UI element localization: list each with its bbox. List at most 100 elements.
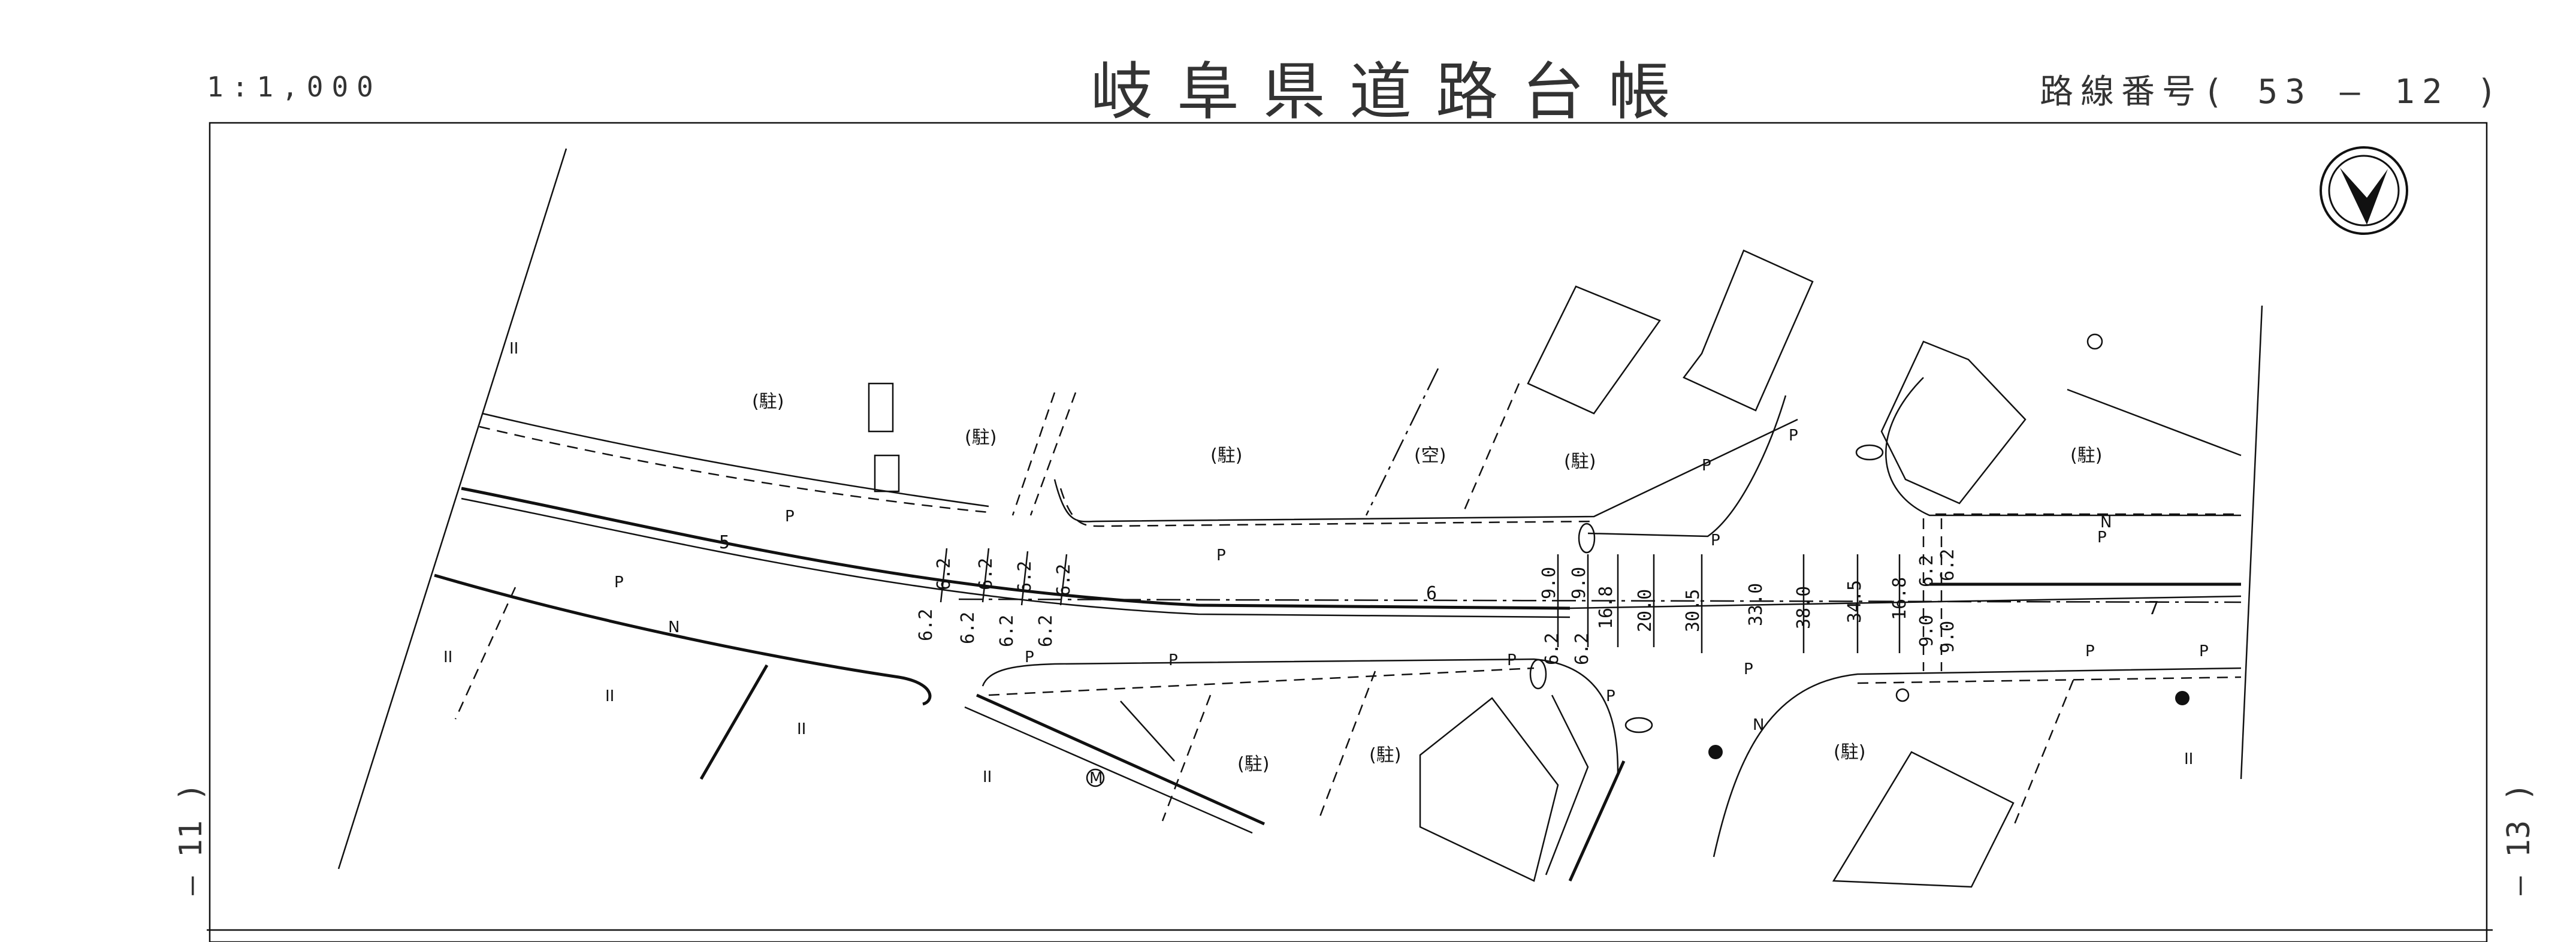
station-label: 7	[2148, 598, 2159, 619]
manhole-icon	[1086, 768, 1105, 787]
width-value: 6.2	[1014, 561, 1035, 593]
road-dash-south-center	[988, 667, 1535, 696]
road-edge-corner-ne	[1587, 395, 1787, 538]
map-scale: 1:1,000	[207, 71, 382, 103]
post-marker: P	[2097, 529, 2107, 547]
road-edge-south-left	[434, 573, 932, 706]
width-value: 20.0	[1635, 589, 1656, 632]
post-marker: P	[1711, 532, 1720, 550]
building-5	[1832, 751, 2015, 888]
post-marker: P	[1507, 651, 1517, 669]
parking-label: (駐)	[2070, 445, 2102, 466]
width-value: 6.2	[1937, 549, 1958, 581]
road-edge-north-center	[1053, 418, 1798, 523]
width-value: 33.0	[1745, 583, 1766, 626]
post-marker: P	[1606, 687, 1615, 705]
page-title: 岐阜県道路台帳	[1091, 55, 1695, 128]
marker-ii: II	[605, 687, 614, 705]
road-dash-north-center	[1059, 488, 1594, 527]
road-centerline	[958, 598, 2242, 603]
parking-label: (駐)	[752, 391, 784, 412]
map-frame	[209, 122, 2488, 942]
lot-dash-8	[2012, 680, 2074, 828]
lot-dash-3	[1365, 368, 1439, 516]
width-value: 38.0	[1793, 586, 1814, 629]
post-marker: P	[1744, 660, 1753, 678]
retaining-wall	[699, 664, 769, 780]
parking-label: (駐)	[965, 427, 996, 448]
post-marker: P	[2199, 642, 2209, 660]
width-value: 6.2	[916, 609, 937, 641]
width-value: 6.2	[996, 615, 1017, 647]
lane-line-upper-right	[1569, 595, 2242, 609]
lot-dash-6	[1161, 695, 1212, 822]
lane-line-upper	[461, 487, 1571, 610]
width-value: 16.8	[1596, 586, 1617, 629]
parking-label: (駐)	[1834, 742, 1865, 763]
side-road-edge-3	[1545, 695, 1589, 875]
parking-label: (駐)	[1564, 451, 1596, 472]
width-value: 6.2	[1035, 615, 1056, 647]
marker-ii: II	[2184, 750, 2193, 768]
road-dash-south-right	[1857, 676, 2242, 684]
post-marker: P	[1789, 427, 1798, 445]
lot-dash-7	[1317, 671, 1376, 822]
building-1	[1527, 285, 1661, 415]
lot-line-s	[1120, 701, 1175, 762]
width-value: 6.2	[1572, 633, 1593, 665]
width-value: 6.2	[1542, 633, 1563, 665]
width-value: 6.2	[976, 558, 996, 590]
building-4	[1419, 697, 1559, 882]
survey-symbols	[868, 333, 2190, 759]
post-marker: P	[1216, 547, 1226, 564]
side-road-edge-2	[964, 706, 1253, 834]
station-label: 5	[719, 532, 730, 553]
building-3	[1880, 340, 2027, 505]
marker-n: N	[1753, 716, 1764, 734]
lot-dash-2	[1011, 392, 1056, 516]
lane-line-upper-2	[461, 497, 1571, 618]
marker-ii: II	[983, 768, 992, 786]
vacant-label: (空)	[1414, 445, 1446, 466]
width-value: 6.2	[934, 558, 955, 590]
road-edge-north-left	[482, 412, 989, 508]
station-label: 6	[1426, 583, 1437, 604]
marker-ii: II	[509, 340, 518, 358]
road-edge-south-right	[1713, 667, 2242, 858]
retaining-wall-2	[1568, 760, 1626, 882]
road-dash-north-left	[479, 425, 989, 514]
dimension-lines	[940, 548, 1901, 653]
lot-line-ne	[2067, 388, 2242, 457]
post-marker: P	[1025, 648, 1034, 666]
post-marker: P	[1168, 651, 1178, 669]
marker-ii: II	[797, 720, 806, 738]
marker-ii: II	[443, 648, 452, 666]
width-value: 16.8	[1889, 577, 1910, 620]
width-value: 9.0	[1937, 621, 1958, 653]
parking-label: (駐)	[1369, 745, 1401, 766]
boundary-right	[2240, 305, 2263, 780]
parking-label: (駐)	[1210, 445, 1242, 466]
width-value: 6.2	[1053, 564, 1074, 596]
width-value: 9.0	[1916, 615, 1937, 647]
manhole-label: M	[1089, 769, 1103, 787]
road-edge-south-center	[982, 658, 1619, 774]
marker-n: N	[668, 618, 680, 636]
lot-dash-5	[454, 587, 517, 720]
lot-dash-1	[1029, 392, 1077, 516]
width-value: 30.5	[1683, 589, 1704, 632]
side-road-edge-1	[976, 693, 1266, 826]
width-value: 9.0	[1569, 567, 1590, 599]
post-marker: P	[785, 508, 795, 526]
marker-n: N	[2100, 514, 2112, 532]
boundary-left	[337, 148, 567, 869]
width-value: 6.2	[958, 612, 979, 644]
building-2	[1683, 249, 1814, 412]
route-number: 路線番号( 53 — 12 )	[2040, 73, 2504, 111]
width-value: 6.2	[1916, 555, 1937, 587]
post-marker: P	[1702, 457, 1711, 475]
width-value: 34.5	[1844, 580, 1865, 623]
lot-dash-4	[1461, 383, 1520, 516]
post-marker: P	[614, 573, 624, 591]
